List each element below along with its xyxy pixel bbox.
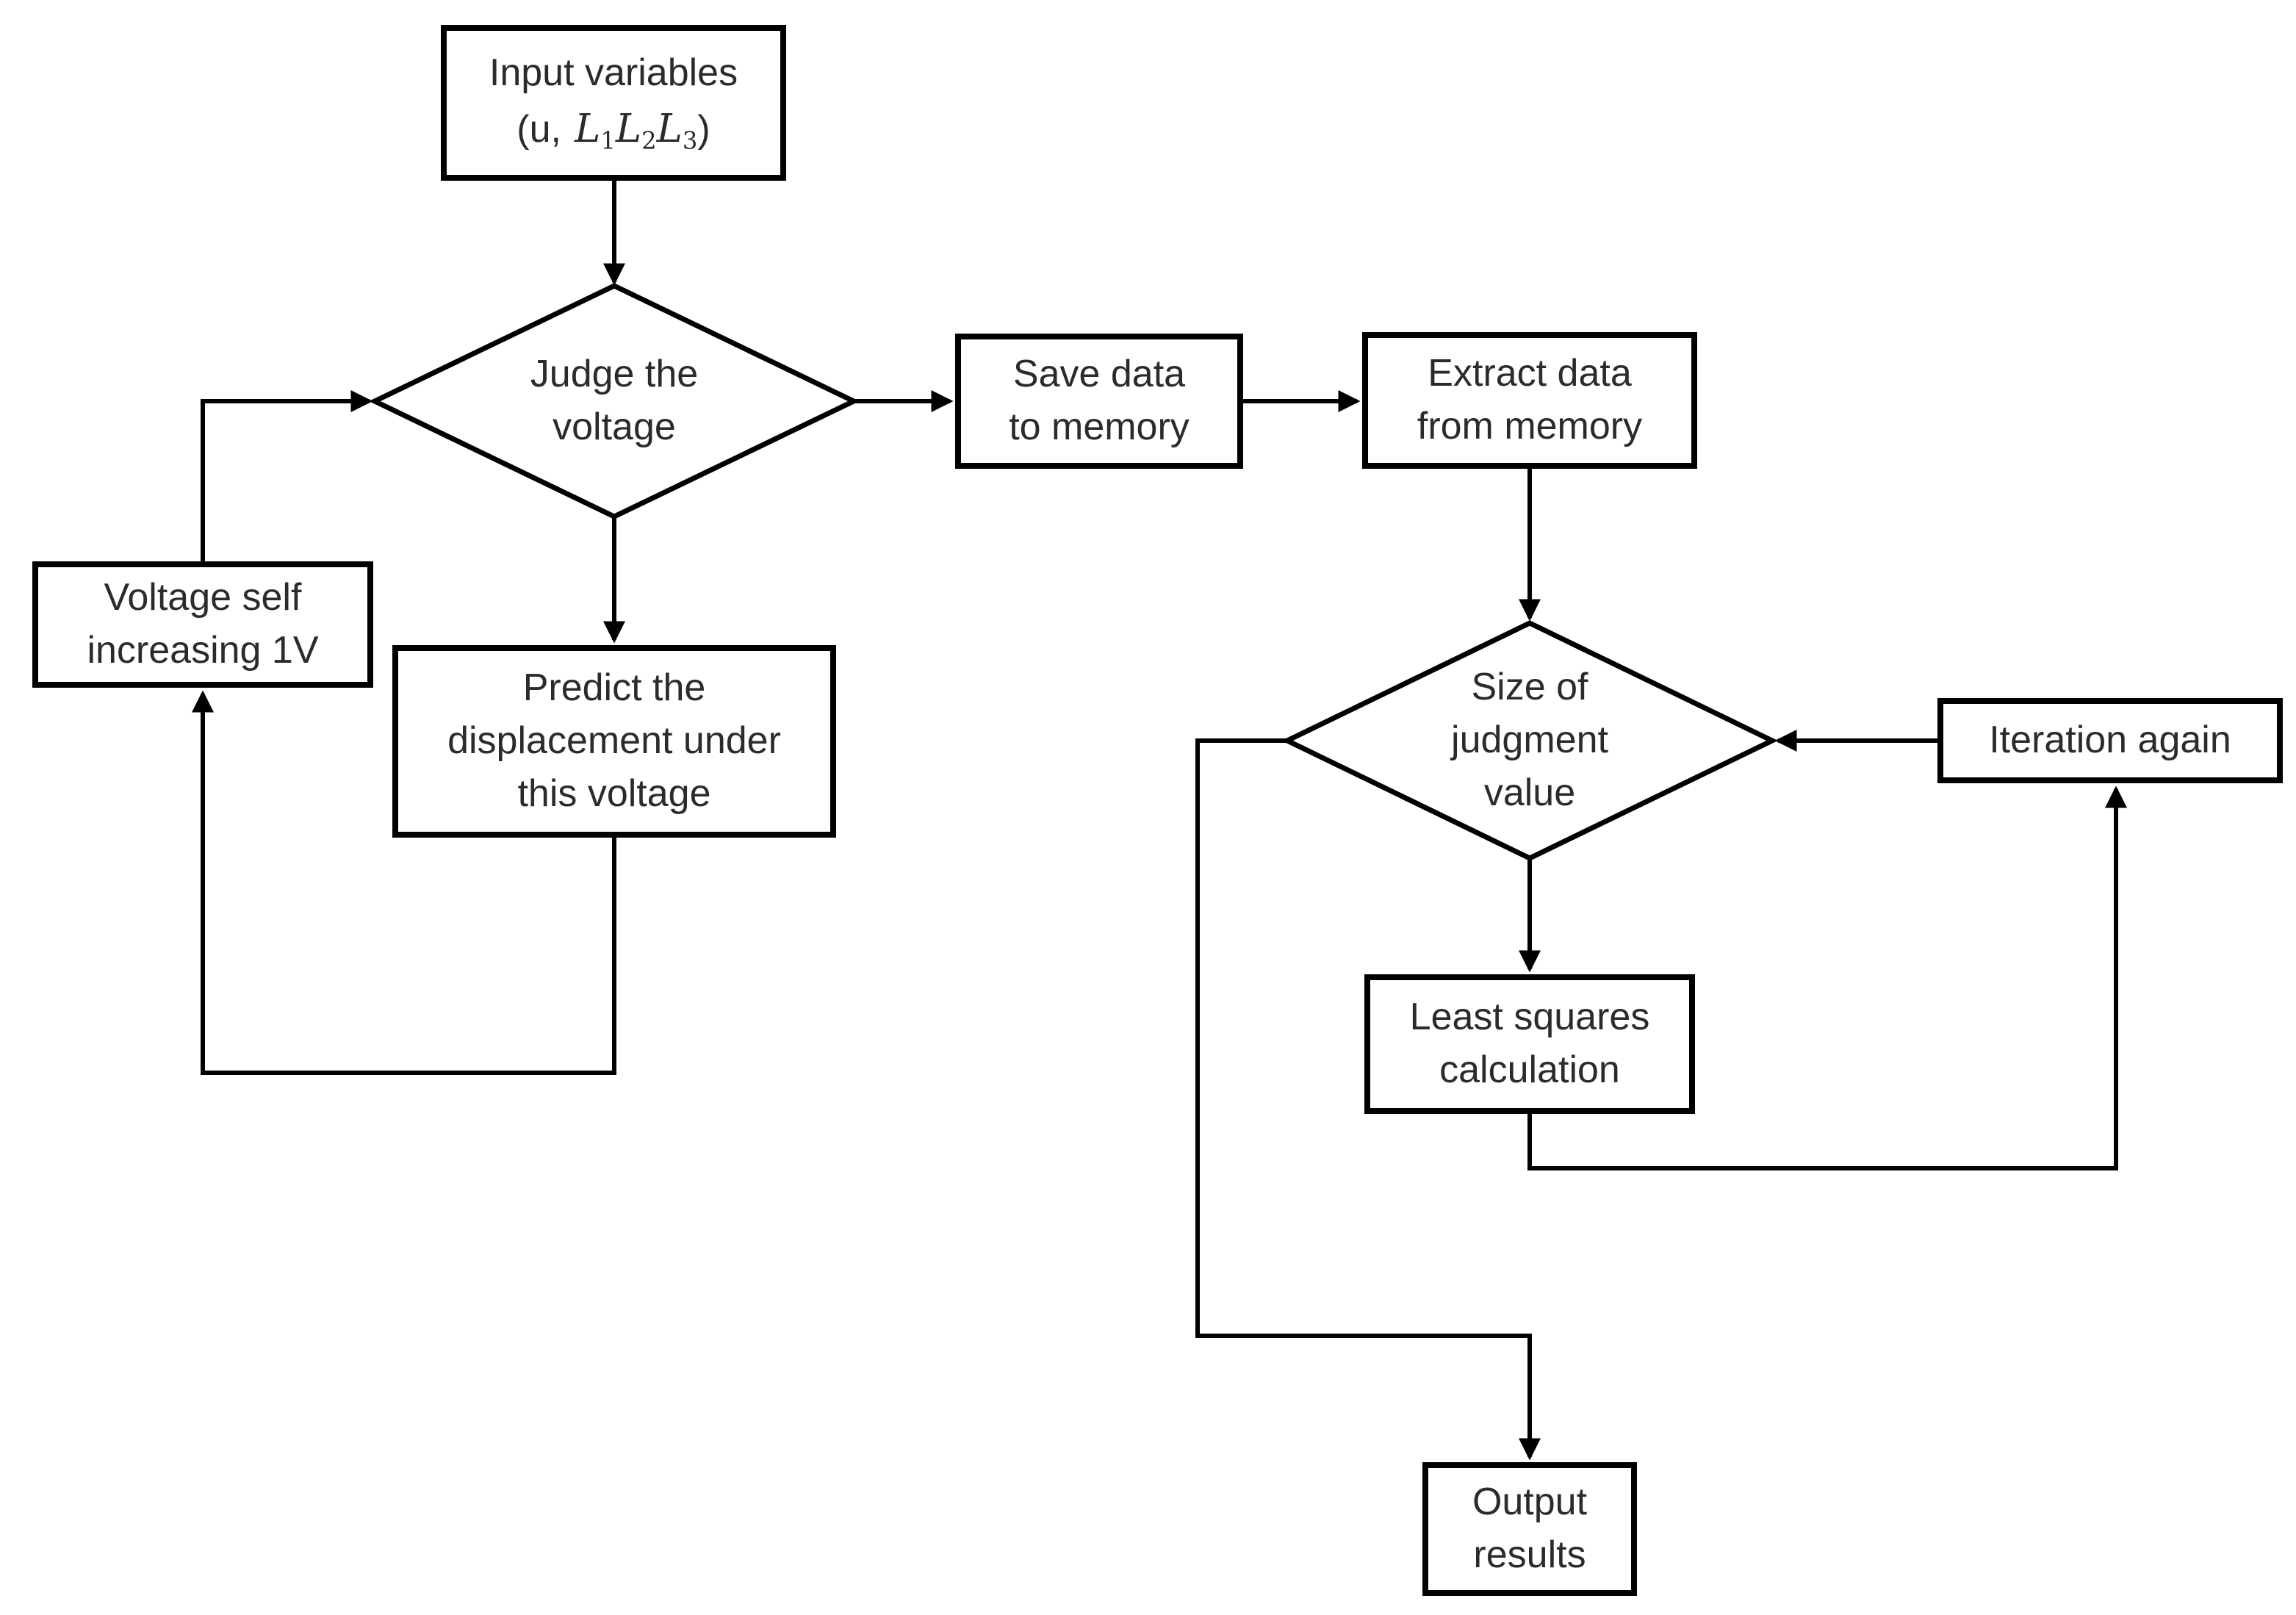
voltage-self-increasing-label: Voltage self increasing 1V	[87, 576, 319, 672]
formula-var-l2: L2	[615, 106, 657, 155]
output-results-label: Output results	[1472, 1481, 1588, 1576]
input-variables-formula: (u, L1L2L3)	[489, 100, 738, 159]
least-squares-label: Least squares calculation	[1409, 996, 1650, 1091]
output-results-node: Output results	[1422, 1462, 1637, 1596]
save-data-node: Save data to memory	[955, 334, 1243, 469]
input-variables-node: Input variables (u, L1L2L3)	[441, 25, 786, 181]
formula-var-l1: L1	[575, 106, 616, 155]
iteration-again-node: Iteration again	[1937, 698, 2283, 783]
iteration-again-label: Iteration again	[1989, 719, 2231, 762]
extract-data-node: Extract data from memory	[1362, 332, 1697, 469]
formula-open-paren: (u,	[517, 108, 561, 151]
input-variables-label: Input variables (u, L1L2L3)	[489, 47, 738, 158]
least-squares-node: Least squares calculation	[1364, 974, 1695, 1114]
predict-displacement-node: Predict the displacement under this volt…	[392, 645, 836, 838]
voltage-self-increasing-node: Voltage self increasing 1V	[32, 561, 373, 688]
formula-var-l3: L3	[656, 106, 698, 155]
edge-size-to-output	[1195, 738, 1541, 1461]
save-data-label: Save data to memory	[1009, 353, 1190, 448]
judge-voltage-diamond	[368, 283, 860, 519]
formula-close-paren: )	[697, 108, 710, 151]
size-judgment-diamond	[1281, 620, 1779, 861]
edge-least-to-iteration	[1527, 785, 2127, 1170]
extract-data-label: Extract data from memory	[1417, 352, 1643, 447]
edge-voltage-to-judge	[201, 390, 373, 561]
input-variables-line1: Input variables	[489, 51, 738, 95]
predict-displacement-label: Predict the displacement under this volt…	[447, 666, 781, 815]
edge-predict-to-voltage	[192, 690, 616, 1075]
